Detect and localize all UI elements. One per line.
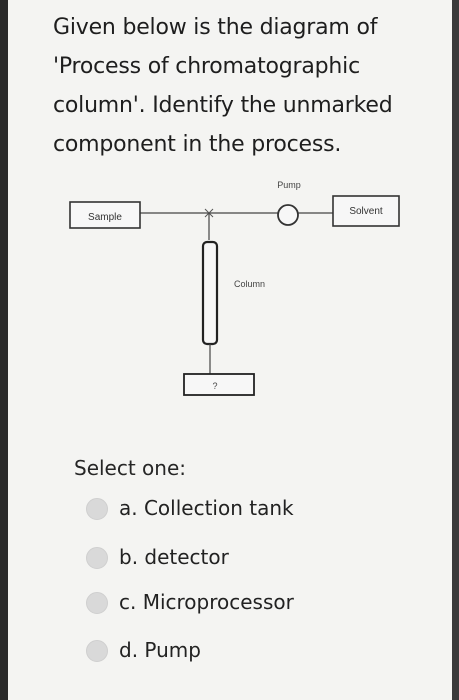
column-tube — [201, 240, 219, 346]
unknown-component-box — [183, 373, 255, 396]
question-text: Given below is the diagram of 'Process o… — [53, 8, 423, 164]
left-background-strip — [0, 0, 8, 700]
pump-circle — [277, 204, 299, 226]
solvent-box — [332, 195, 400, 227]
unknown-component-label: ? — [212, 381, 217, 391]
option-a-radio[interactable] — [86, 498, 108, 520]
sample-label: Sample — [88, 212, 122, 223]
sample-box — [69, 201, 141, 229]
option-c-label[interactable]: c. Microprocessor — [119, 590, 294, 614]
right-background-strip — [452, 0, 459, 700]
option-a-label[interactable]: a. Collection tank — [119, 496, 294, 520]
option-d-radio[interactable] — [86, 640, 108, 662]
question-line-4: component in the process. — [53, 132, 342, 157]
question-line-2: 'Process of chromatographic — [53, 54, 360, 79]
solvent-label: Solvent — [349, 206, 383, 217]
pump-label: Pump — [277, 180, 301, 190]
question-line-1: Given below is the diagram of — [53, 15, 378, 40]
column-label: Column — [234, 279, 265, 289]
option-c-radio[interactable] — [86, 592, 108, 614]
chromatography-diagram: Sample Pump Solvent Column ? — [69, 180, 400, 396]
select-one-label: Select one: — [74, 456, 187, 480]
question-card: Given below is the diagram of 'Process o… — [8, 0, 452, 700]
option-b-radio[interactable] — [86, 547, 108, 569]
option-d-label[interactable]: d. Pump — [119, 638, 201, 662]
option-b-label[interactable]: b. detector — [119, 545, 229, 569]
question-line-3: column'. Identify the unmarked — [53, 93, 393, 118]
